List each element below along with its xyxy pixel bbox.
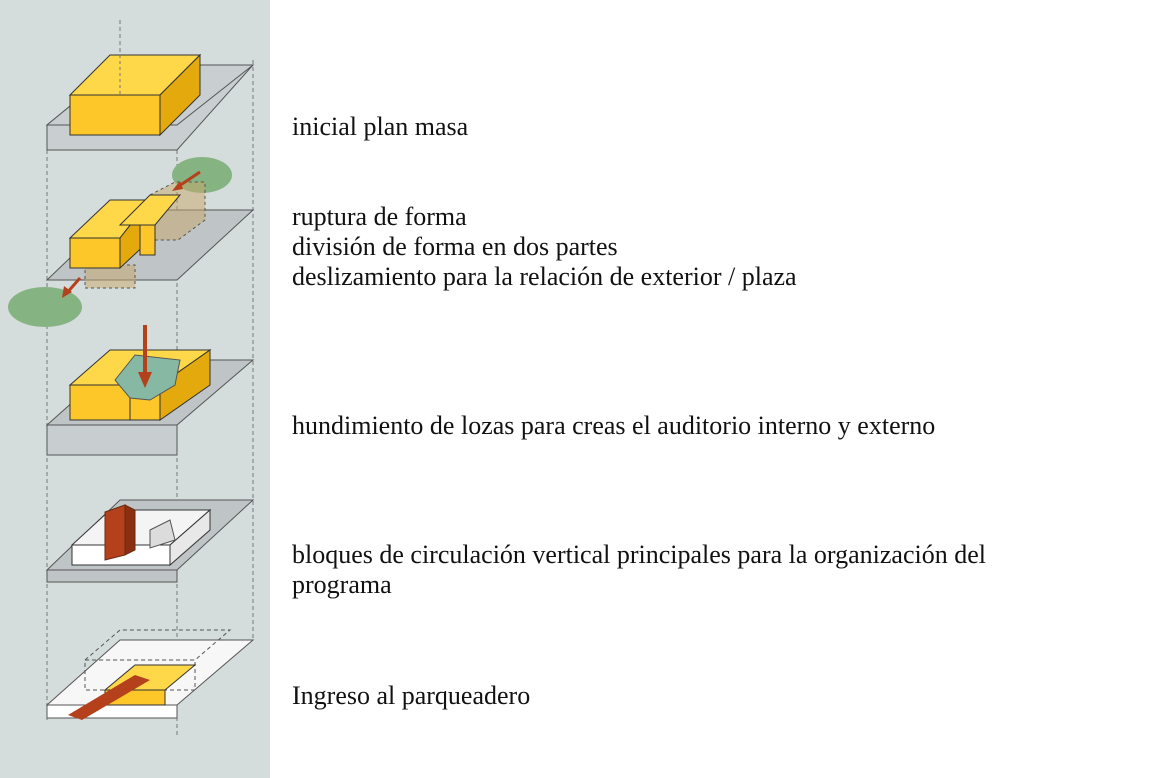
initial-mass-block-icon (45, 53, 255, 151)
split-mass-blocks-icon (8, 157, 255, 327)
step-4-caption: bloques de circulación vertical principa… (292, 540, 986, 600)
step-3-line: hundimiento de lozas para creas el audit… (292, 411, 936, 440)
step-1-caption: inicial plan masa (292, 112, 468, 142)
step-5-caption: Ingreso al parqueadero (292, 681, 530, 711)
parking-entrance-icon (45, 629, 255, 720)
step-2-line: deslizamiento para la relación de exteri… (292, 262, 797, 291)
step-2-line: división de forma en dos partes (292, 232, 618, 261)
step-3-caption: hundimiento de lozas para creas el audit… (292, 411, 935, 441)
step-4-line: programa (292, 570, 392, 599)
step-2-line: ruptura de forma (292, 202, 467, 231)
step-5-line: Ingreso al parqueadero (292, 681, 531, 710)
step-1-line: inicial plan masa (292, 112, 469, 141)
sunken-slab-auditorium-icon (45, 325, 255, 456)
vertical-circulation-blocks-icon (45, 499, 255, 583)
step-2-caption: ruptura de forma división de forma en do… (292, 202, 797, 292)
axonometric-diagram-panel (0, 0, 270, 778)
step-4-line: bloques de circulación vertical principa… (292, 540, 986, 569)
